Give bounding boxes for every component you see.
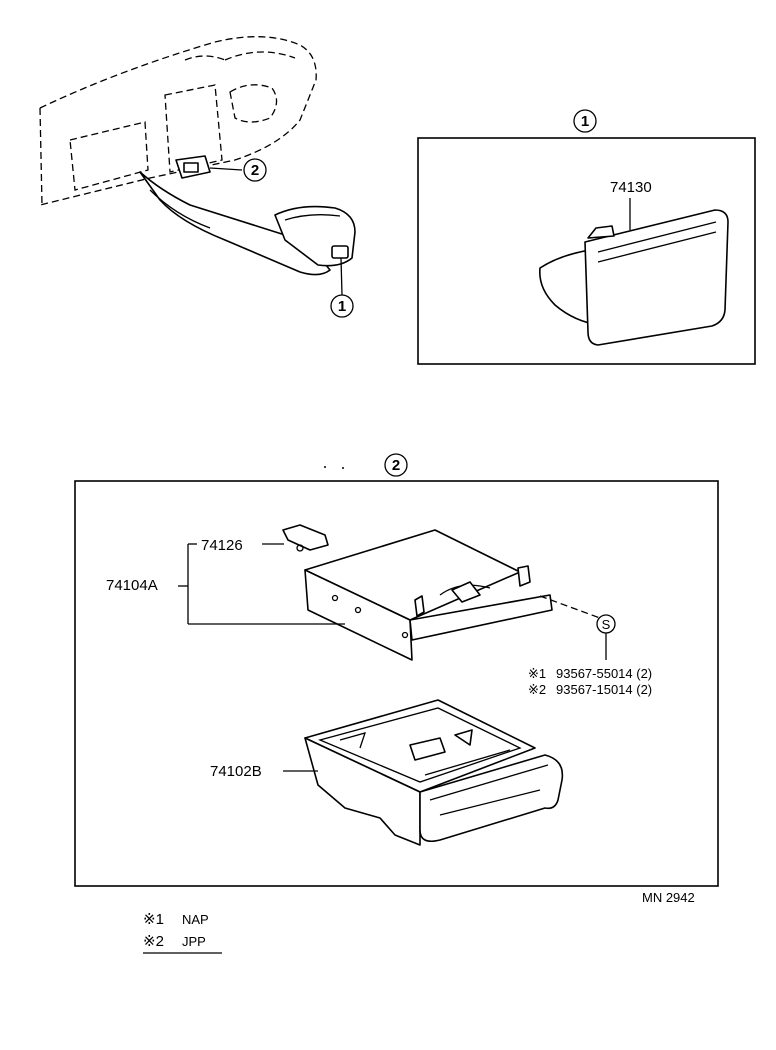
callout-2-overview: 2	[243, 158, 267, 182]
svg-text:※1: ※1	[528, 666, 546, 681]
label-74102B: 74102B	[210, 763, 262, 780]
detail-frame-2	[74, 480, 719, 887]
detail-2-header: 2	[384, 453, 408, 477]
retainer-74126	[282, 524, 329, 552]
diagram-code: MN 2942	[642, 890, 695, 905]
callout-1-overview: 1	[330, 294, 354, 318]
svg-text:※2: ※2	[143, 933, 164, 950]
svg-text:※1: ※1	[143, 911, 164, 928]
svg-text:※2: ※2	[528, 682, 546, 697]
screw-list: ※1 93567-55014 (2) ※2 93567-15014 (2)	[528, 666, 652, 697]
speck	[342, 467, 344, 469]
svg-text:JPP: JPP	[182, 934, 206, 949]
svg-text:S: S	[602, 617, 611, 632]
bracket-leader-74104A	[178, 543, 345, 625]
label-74126: 74126	[201, 537, 243, 554]
svg-text:93567-15014 (2): 93567-15014 (2)	[556, 682, 652, 697]
label-74104A: 74104A	[106, 577, 158, 594]
svg-text:NAP: NAP	[182, 912, 209, 927]
bracket-74104A	[304, 529, 553, 661]
region-legend: ※1 NAP ※2 JPP	[143, 911, 222, 954]
svg-text:1: 1	[581, 113, 589, 130]
screw-callout: S	[596, 614, 616, 634]
svg-text:2: 2	[251, 162, 259, 179]
detail-1-header: 1	[573, 109, 597, 133]
ashtray-74102B	[304, 699, 564, 846]
dashboard-overview	[39, 36, 356, 296]
ashtray-74130	[538, 209, 729, 346]
svg-text:2: 2	[392, 457, 400, 474]
detail-frame-1	[417, 137, 756, 365]
label-74130: 74130	[610, 179, 652, 196]
svg-text:1: 1	[338, 298, 346, 315]
svg-text:93567-55014 (2): 93567-55014 (2)	[556, 666, 652, 681]
speck	[324, 466, 326, 468]
